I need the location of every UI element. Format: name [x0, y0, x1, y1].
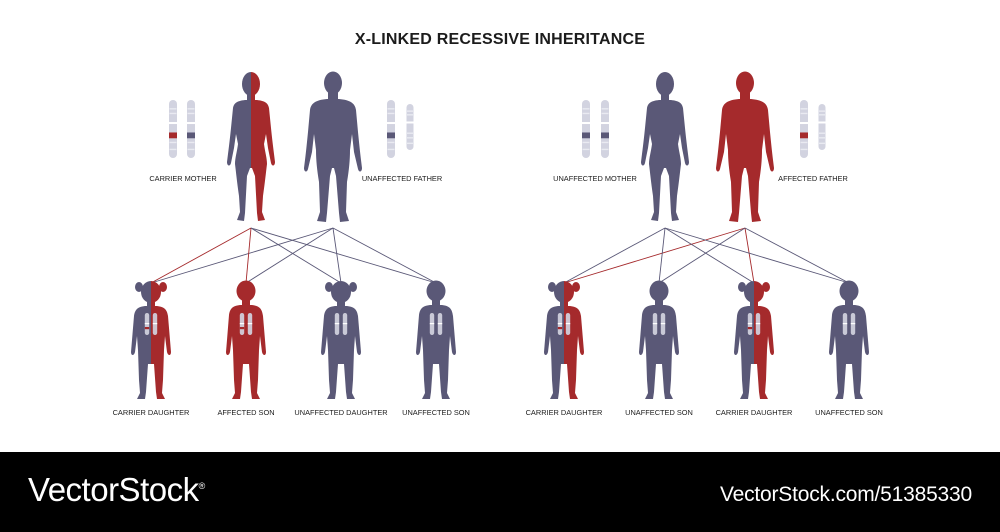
inheritance-line [150, 227, 252, 284]
child-label: UNAFFECTED SON [402, 408, 470, 417]
child-chromosomes [747, 313, 761, 335]
child-label: CARRIER DAUGHTER [113, 408, 190, 417]
parent-label: UNAFFECTED MOTHER [553, 174, 637, 183]
inheritance-line [150, 227, 334, 284]
inheritance-line [744, 227, 755, 284]
child-label: CARRIER DAUGHTER [716, 408, 793, 417]
child-chromosomes [429, 313, 443, 335]
inheritance-line [245, 227, 252, 284]
x-chromosome [799, 100, 809, 158]
diagram-title: X-LINKED RECESSIVE INHERITANCE [354, 31, 646, 48]
y-chromosome [406, 104, 414, 150]
child-chromosomes [842, 313, 856, 335]
vectorstock-logo[interactable]: VectorStock® [28, 471, 205, 508]
mother-silhouette [227, 72, 275, 221]
inheritance-diagram: CARRIER MOTHER UNAFFECTED FATHER CARRIER D… [113, 71, 883, 417]
daughter-silhouette [734, 281, 774, 399]
child-label: AFFECTED SON [217, 408, 274, 417]
child-chromosomes [144, 313, 158, 335]
son-silhouette [416, 280, 456, 399]
x-chromosome [600, 100, 610, 158]
x-chromosome [168, 100, 178, 158]
parent-label: CARRIER MOTHER [149, 174, 216, 183]
child-chromosomes [557, 313, 571, 335]
inheritance-line [245, 227, 334, 284]
inheritance-line [332, 227, 342, 284]
son-silhouette [226, 280, 266, 399]
footer-bar: VectorStock® VectorStock.com/51385330 [0, 452, 1000, 532]
inheritance-line [250, 227, 342, 284]
child-label: UNAFFECTED SON [625, 408, 693, 417]
parent-label: AFFECTED FATHER [778, 174, 848, 183]
father-silhouette [716, 71, 774, 222]
child-chromosomes [334, 313, 348, 335]
inheritance-line [250, 227, 437, 284]
son-silhouette [829, 280, 869, 399]
inheritance-line [744, 227, 850, 284]
son-silhouette [639, 280, 679, 399]
y-chromosome [818, 104, 826, 150]
mother-silhouette [641, 72, 689, 221]
inheritance-line [664, 227, 850, 284]
child-label: UNAFFECTED SON [815, 408, 883, 417]
stock-id-url[interactable]: VectorStock.com/51385330 [719, 483, 972, 506]
x-chromosome [386, 100, 396, 158]
child-chromosomes [652, 313, 666, 335]
inheritance-line [658, 227, 666, 284]
x-chromosome [186, 100, 196, 158]
daughter-silhouette [544, 281, 584, 399]
father-silhouette [304, 71, 362, 222]
inheritance-line [563, 227, 666, 284]
inheritance-line [563, 227, 746, 284]
daughter-silhouette [321, 281, 361, 399]
child-chromosomes [239, 313, 253, 335]
child-label: CARRIER DAUGHTER [526, 408, 603, 417]
daughter-silhouette [131, 281, 171, 399]
child-label: UNAFFECTED DAUGHTER [294, 408, 387, 417]
inheritance-line [664, 227, 755, 284]
inheritance-line [658, 227, 746, 284]
x-chromosome [581, 100, 591, 158]
inheritance-line [332, 227, 437, 284]
parent-label: UNAFFECTED FATHER [362, 174, 442, 183]
